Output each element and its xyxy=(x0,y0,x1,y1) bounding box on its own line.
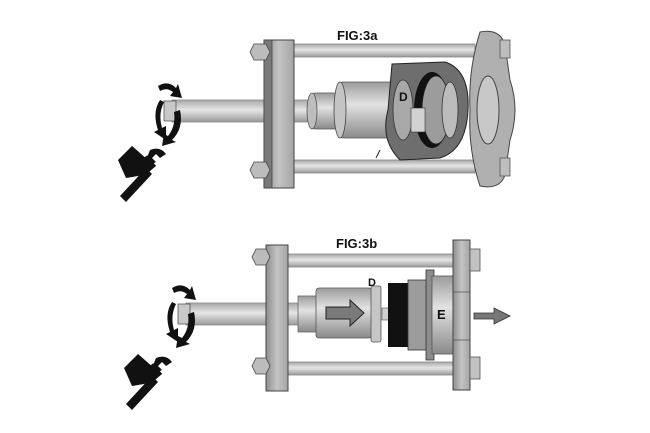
bearing-assembly-3b xyxy=(381,269,457,361)
exit-direction-arrow-icon xyxy=(473,307,511,325)
hub-knuckle xyxy=(375,61,469,161)
push-direction-arrow-icon xyxy=(325,298,365,328)
threaded-spindle xyxy=(163,99,323,123)
tie-rod-bottom-3b xyxy=(284,361,461,376)
figure-3a-title: FIG:3a xyxy=(337,28,378,43)
label-e-3b: E xyxy=(437,307,446,322)
flange-plate-3b xyxy=(452,239,481,391)
rotation-arrows-icon xyxy=(154,83,182,146)
hand-with-wrench-icon xyxy=(118,146,166,202)
adapter-cylinder xyxy=(306,81,401,139)
figure-3b-title: FIG:3b xyxy=(336,236,378,251)
nut-bottom-3b xyxy=(251,357,271,375)
rotation-arrows-icon-3b xyxy=(166,285,196,348)
flange-nut-bottom-3b xyxy=(469,356,481,380)
nut-bottom-3a xyxy=(249,161,271,179)
figure-3a: D xyxy=(118,30,516,202)
puller-bar-3a xyxy=(249,39,295,189)
puller-bar-3b xyxy=(251,244,289,392)
hand-with-wrench-icon-3b xyxy=(124,354,172,410)
label-d-3b: D xyxy=(368,277,376,289)
nut-top-3b xyxy=(251,248,271,266)
tie-rod-top-3b xyxy=(284,253,461,268)
flange-nut-top-3a xyxy=(499,39,511,59)
flange-nut-bottom-3a xyxy=(499,157,511,177)
tie-rod-bottom xyxy=(289,159,476,174)
flange-nut-top-3b xyxy=(469,248,481,272)
tie-rod-top xyxy=(289,43,476,58)
flange-plate-3a xyxy=(469,30,516,188)
nut-top-3a xyxy=(249,43,271,61)
label-d-3a: D xyxy=(399,90,408,104)
figure-3b: D E xyxy=(124,239,511,410)
